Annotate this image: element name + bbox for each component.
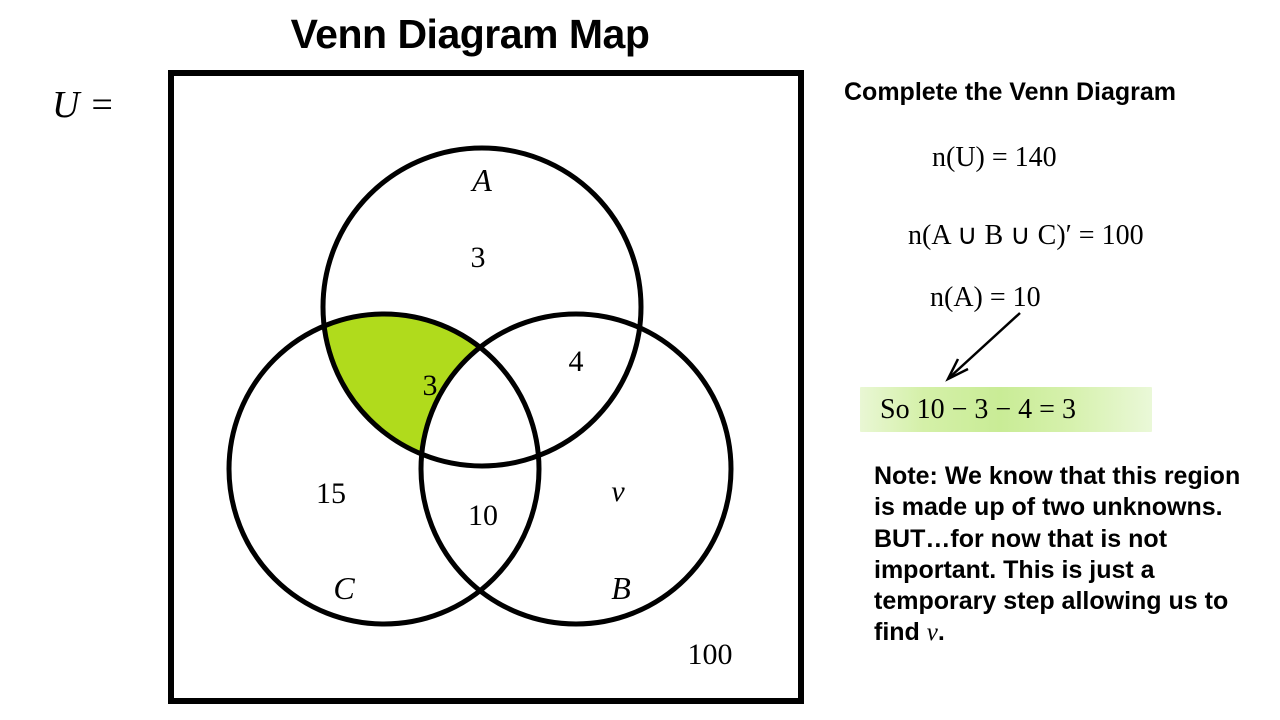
set-label-a: A <box>472 162 492 198</box>
note-paragraph: Note: We know that this region is made u… <box>874 461 1246 649</box>
region-a-and-c-fill <box>323 314 539 466</box>
instruction-panel: Complete the Venn Diagram n(U) = 140 n(A… <box>840 0 1280 720</box>
note-variable: v <box>926 619 938 647</box>
equation-n-abc: n(A ∪ B ∪ C)′ = 100 <box>908 220 1144 251</box>
arrow-icon <box>945 312 1021 382</box>
set-label-c: C <box>333 570 355 606</box>
venn-diagram: A C B 3 3 4 15 10 v 100 <box>168 70 804 704</box>
highlight-equation: So 10 − 3 − 4 = 3 <box>880 394 1076 425</box>
equation-n-a: n(A) = 10 <box>930 282 1041 313</box>
region-a-only-value: 3 <box>470 241 486 274</box>
set-circle-a <box>320 145 644 469</box>
note-lead-text: Note: We know that this region is made u… <box>874 462 1241 647</box>
set-circle-b <box>418 311 734 627</box>
outside-region-value: 100 <box>687 638 733 671</box>
region-b-and-c-value: 10 <box>468 499 498 532</box>
set-label-b: B <box>611 570 631 606</box>
region-c-only-value: 15 <box>316 477 346 510</box>
region-a-and-c-value: 3 <box>422 369 438 402</box>
region-a-and-b-value: 4 <box>568 345 584 378</box>
region-b-only-value: v <box>611 475 625 508</box>
highlight-band <box>860 387 1152 432</box>
equation-n-u: n(U) = 140 <box>932 142 1057 173</box>
universe-label: U = <box>52 84 115 126</box>
venn-svg <box>168 70 804 704</box>
note-tail-text: . <box>937 618 945 647</box>
panel-heading: Complete the Venn Diagram <box>844 78 1177 106</box>
set-circle-c <box>226 311 542 627</box>
page-title: Venn Diagram Map <box>290 11 650 57</box>
